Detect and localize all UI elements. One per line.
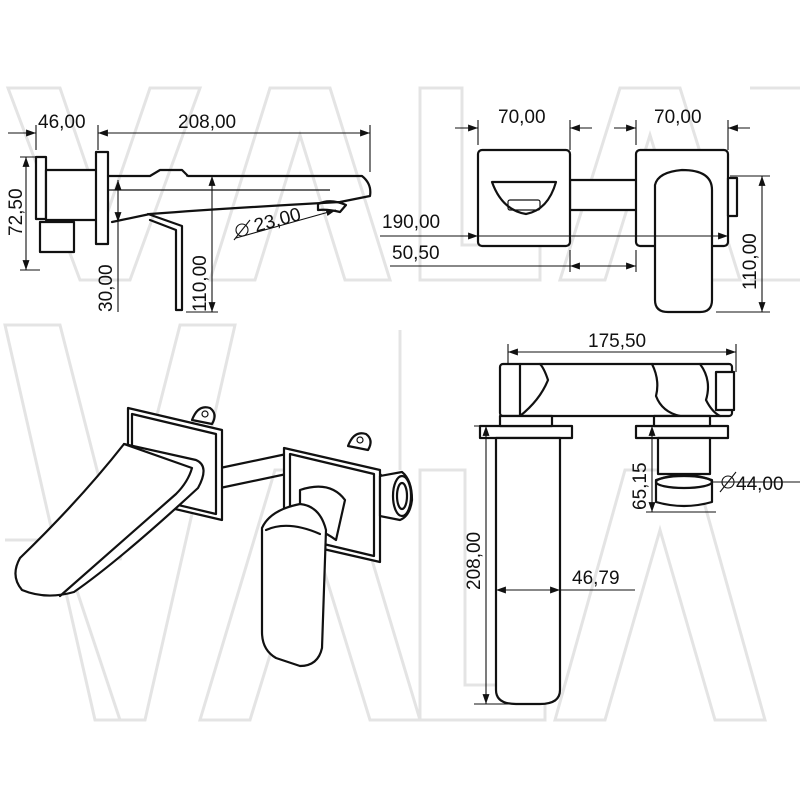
dim-flange-diameter: 44,00 <box>736 474 784 495</box>
dim-lever-height-front: 110,00 <box>740 233 761 290</box>
front-view <box>476 148 739 314</box>
dim-offset-30: 30,00 <box>96 264 117 312</box>
dim-lever-height-side: 110,00 <box>190 255 211 312</box>
dim-spout-width: 46,79 <box>572 568 620 589</box>
top-view <box>478 362 736 706</box>
dim-body-height: 65,15 <box>630 462 651 510</box>
top-view-dimensions <box>474 344 800 705</box>
isometric-view <box>14 406 414 668</box>
dim-spout-length: 208,00 <box>178 112 236 133</box>
dim-plate-height: 72,50 <box>6 188 27 236</box>
dim-plate-width-right: 70,00 <box>654 107 702 128</box>
dim-spout-diameter: 23,00 <box>252 204 303 237</box>
side-view <box>34 150 372 312</box>
side-view-dimensions <box>8 125 371 313</box>
dim-plate-width-left: 70,00 <box>498 107 546 128</box>
front-view-dimensions <box>380 120 770 313</box>
dim-top-length: 175,50 <box>588 331 646 352</box>
dim-side-depth: 46,00 <box>38 112 86 133</box>
dim-overall-width: 190,00 <box>382 212 440 233</box>
dim-spout-length-top: 208,00 <box>464 532 485 590</box>
dim-gap: 50,50 <box>392 243 440 264</box>
